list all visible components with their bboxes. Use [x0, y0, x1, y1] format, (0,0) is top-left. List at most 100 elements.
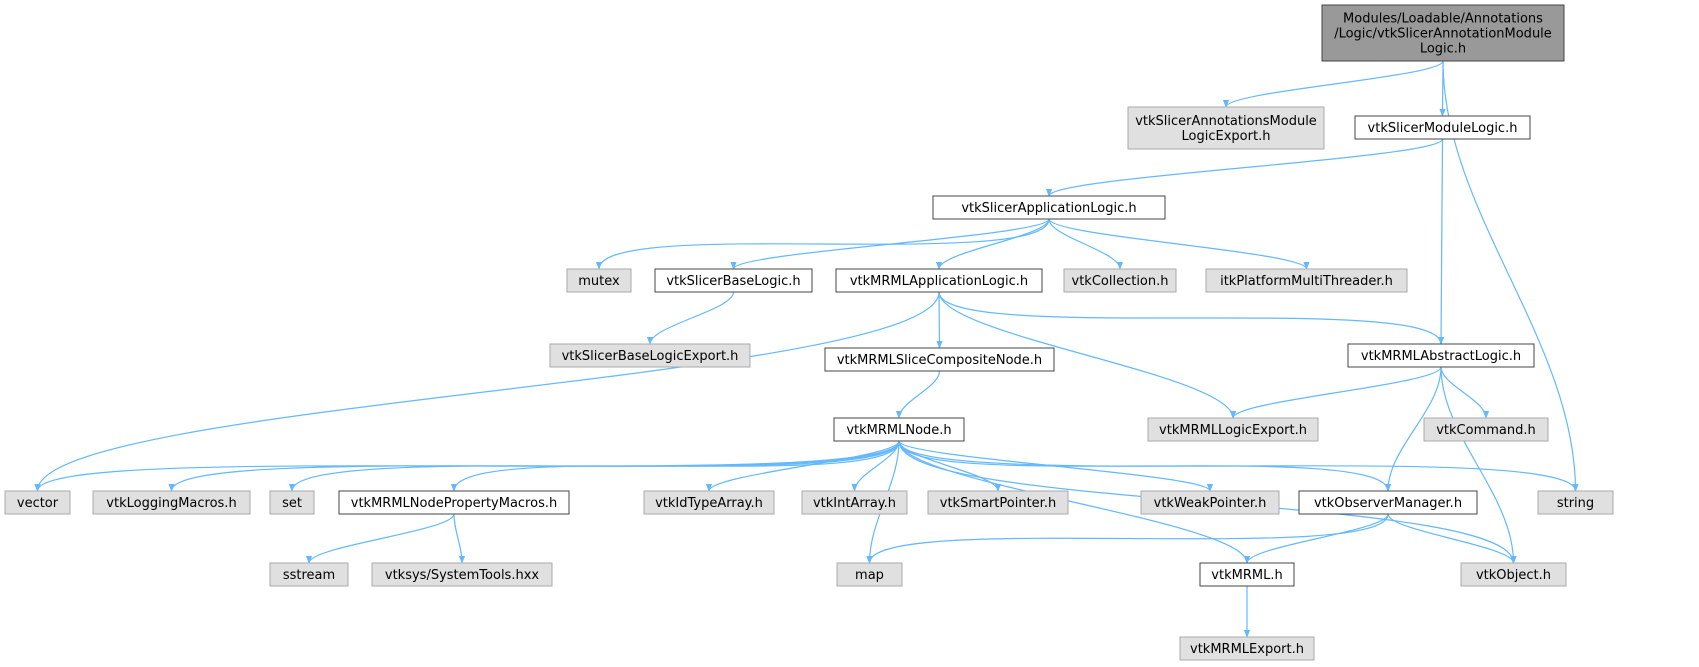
node-label: vtkSlicerApplicationLogic.h [961, 201, 1136, 216]
node-label: vtkMRMLExport.h [1190, 642, 1304, 657]
node-box [1347, 343, 1535, 368]
node-smart_pointer: vtkSmartPointer.h [927, 490, 1069, 515]
edge-base_logic-to-base_logic_export [646, 291, 735, 345]
node-label: vtkMRMLNode.h [846, 423, 951, 438]
edge-mrml_node-to-string [898, 440, 1579, 492]
node-label: vtkObject.h [1476, 568, 1551, 583]
node-label: vtkIntArray.h [813, 496, 896, 511]
node-box [1423, 417, 1549, 442]
node-prop_macros[interactable]: vtkMRMLNodePropertyMacros.h [338, 490, 570, 515]
node-map: map [836, 562, 903, 587]
node-box [1179, 636, 1315, 661]
node-label: vtkSlicerModuleLogic.h [1368, 121, 1518, 136]
node-box [1147, 417, 1319, 442]
node-label: map [855, 568, 884, 583]
node-box [338, 490, 570, 515]
node-label: /Logic/vtkSlicerAnnotationModule [1334, 27, 1552, 42]
node-box [92, 490, 251, 515]
node-vtk_mrml[interactable]: vtkMRML.h [1199, 562, 1295, 587]
node-label: LogicExport.h [1182, 129, 1271, 144]
node-observer_manager[interactable]: vtkObserverManager.h [1298, 490, 1478, 515]
edge-mrml_app_logic-to-slice_composite [936, 291, 943, 349]
node-label: vtkMRML.h [1211, 568, 1282, 583]
node-box [1537, 490, 1614, 515]
node-sstream: sstream [269, 562, 349, 587]
edge-prop_macros-to-system_tools [453, 513, 466, 564]
node-app_logic[interactable]: vtkSlicerApplicationLogic.h [932, 195, 1166, 220]
node-box [1205, 268, 1408, 293]
node-label: set [282, 496, 302, 511]
node-box [1321, 4, 1565, 62]
node-label: mutex [578, 274, 620, 289]
node-itk_threader: itkPlatformMultiThreader.h [1205, 268, 1408, 293]
node-int_array: vtkIntArray.h [801, 490, 908, 515]
node-box [269, 562, 349, 587]
node-logging_macros: vtkLoggingMacros.h [92, 490, 251, 515]
edge-app_logic-to-vtk_collection [1048, 218, 1124, 270]
node-label: string [1557, 496, 1594, 511]
node-base_logic_export: vtkSlicerBaseLogicExport.h [549, 343, 751, 368]
node-label: vtkObserverManager.h [1314, 496, 1462, 511]
node-box [1354, 115, 1531, 140]
node-box [927, 490, 1069, 515]
edge-module_logic-to-app_logic [1045, 138, 1444, 197]
edge-slice_composite-to-mrml_node [895, 370, 941, 419]
node-mutex: mutex [566, 268, 632, 293]
node-vtk_command: vtkCommand.h [1423, 417, 1549, 442]
node-string: string [1537, 490, 1614, 515]
node-box [643, 490, 775, 515]
edge-abstract_logic-to-vtk_object [1440, 366, 1517, 564]
edge-observer_manager-to-map [866, 513, 1389, 564]
node-vector: vector [4, 490, 71, 515]
node-label: vtkMRMLAbstractLogic.h [1361, 349, 1521, 364]
edge-mrml_app_logic-to-abstract_logic [938, 291, 1445, 345]
node-weak_pointer: vtkWeakPointer.h [1140, 490, 1280, 515]
node-label: vtkWeakPointer.h [1154, 496, 1267, 511]
node-label: vtkMRMLNodePropertyMacros.h [351, 496, 557, 511]
node-label: vector [17, 496, 59, 511]
node-box [833, 417, 965, 442]
node-label: Modules/Loadable/Annotations [1343, 12, 1543, 27]
edge-prop_macros-to-sstream [305, 513, 455, 564]
edge-observer_manager-to-vtk_mrml [1243, 513, 1389, 564]
node-box [1199, 562, 1295, 587]
node-module_logic[interactable]: vtkSlicerModuleLogic.h [1354, 115, 1531, 140]
node-label: vtkMRMLApplicationLogic.h [850, 274, 1028, 289]
node-root[interactable]: Modules/Loadable/Annotations/Logic/vtkSl… [1321, 4, 1565, 62]
node-abstract_logic[interactable]: vtkMRMLAbstractLogic.h [1347, 343, 1535, 368]
edge-mrml_node-to-id_type_array [705, 440, 900, 492]
node-mrml_app_logic[interactable]: vtkMRMLApplicationLogic.h [835, 268, 1043, 293]
node-id_type_array: vtkIdTypeArray.h [643, 490, 775, 515]
edge-app_logic-to-base_logic [730, 218, 1050, 270]
node-box [269, 490, 315, 515]
node-label: vtkIdTypeArray.h [655, 496, 763, 511]
node-box [549, 343, 751, 368]
node-label: vtkSlicerBaseLogicExport.h [562, 349, 739, 364]
edge-app_logic-to-mutex [595, 218, 1050, 270]
edge-root-to-annot_export [1222, 60, 1444, 108]
edge-app_logic-to-mrml_app_logic [935, 218, 1050, 270]
node-label: Logic.h [1420, 42, 1466, 57]
node-slice_composite[interactable]: vtkMRMLSliceCompositeNode.h [824, 347, 1055, 372]
node-box [371, 562, 553, 587]
edge-app_logic-to-itk_threader [1048, 218, 1310, 270]
edge-mrml_app_logic-to-vector [34, 291, 940, 492]
node-box [566, 268, 632, 293]
edge-mrml_node-to-int_array [851, 440, 900, 492]
edge-module_logic-to-abstract_logic [1437, 138, 1445, 345]
node-box [835, 268, 1043, 293]
node-box [654, 268, 813, 293]
node-base_logic[interactable]: vtkSlicerBaseLogic.h [654, 268, 813, 293]
node-label: vtkSlicerAnnotationsModule [1135, 114, 1317, 129]
node-label: vtkSlicerBaseLogic.h [666, 274, 800, 289]
node-box [836, 562, 903, 587]
node-system_tools: vtksys/SystemTools.hxx [371, 562, 553, 587]
edges-layer [34, 60, 1579, 638]
node-label: vtkLoggingMacros.h [106, 496, 236, 511]
node-vtk_collection: vtkCollection.h [1063, 268, 1177, 293]
node-mrml_node[interactable]: vtkMRMLNode.h [833, 417, 965, 442]
node-box [4, 490, 71, 515]
edge-abstract_logic-to-vtk_command [1440, 366, 1490, 419]
node-box [1063, 268, 1177, 293]
